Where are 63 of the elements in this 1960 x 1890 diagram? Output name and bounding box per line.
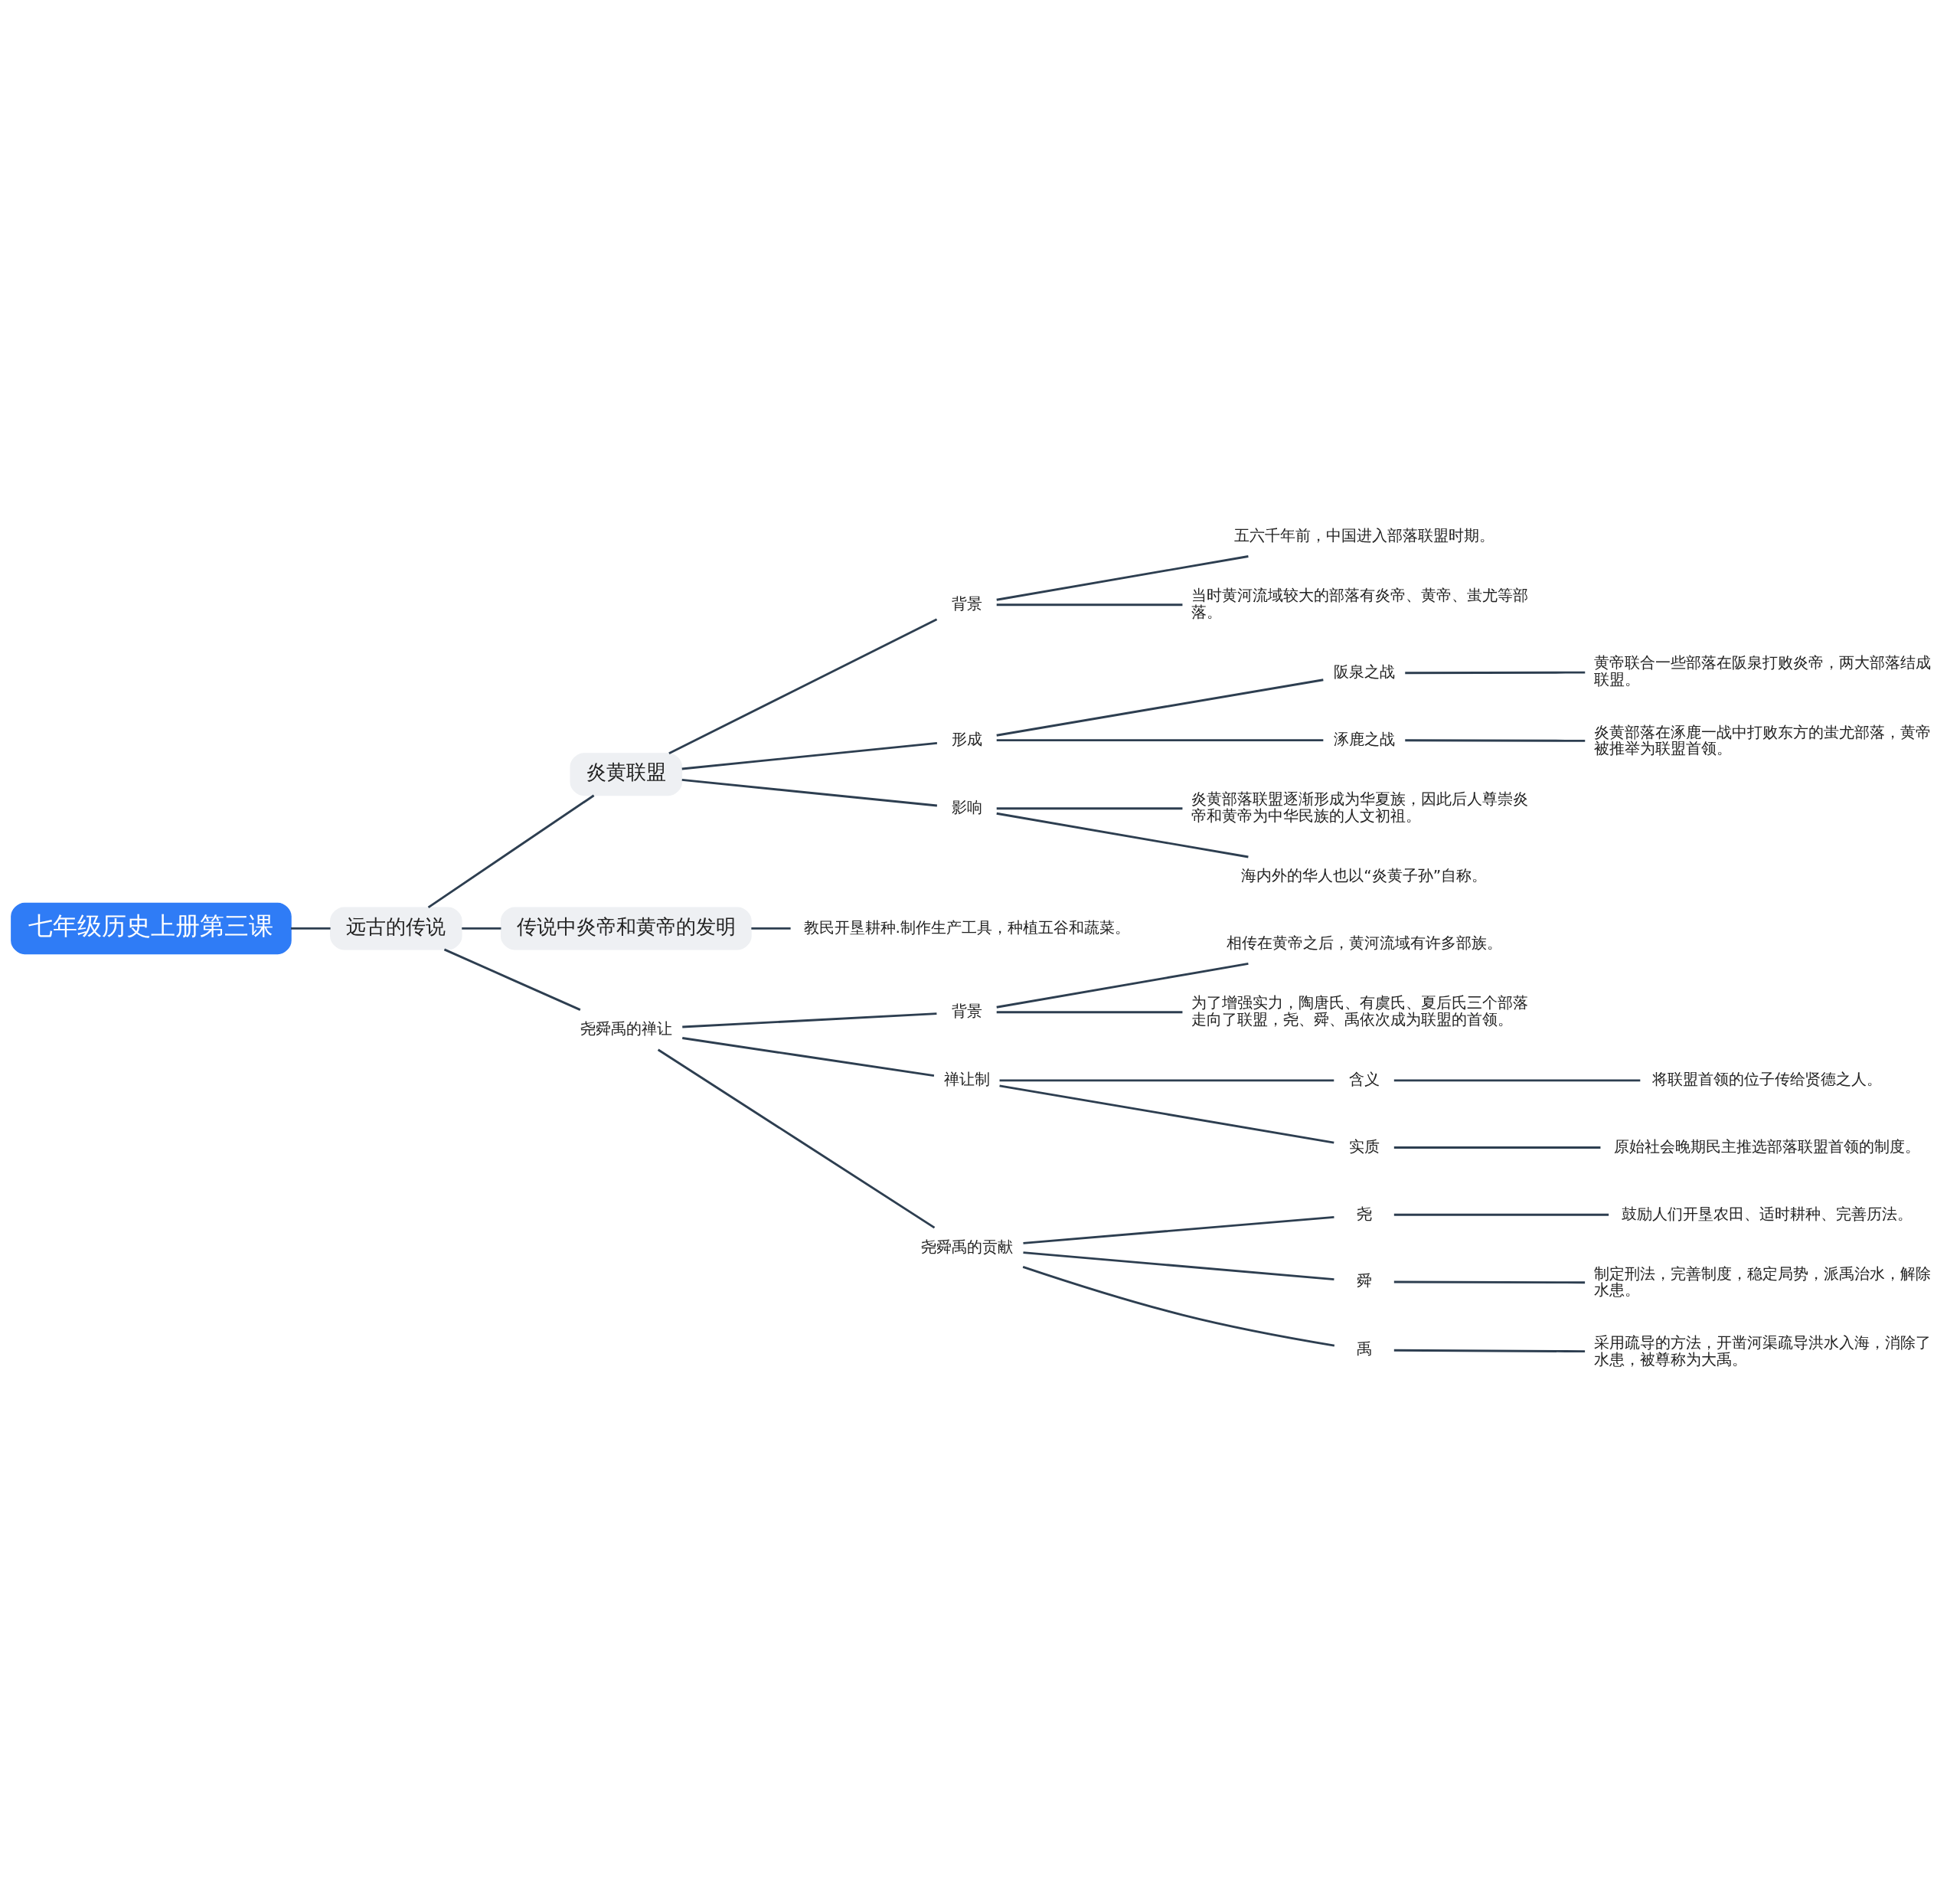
node-text: 教民开垦耕种.制作生产工具，种植五谷和蔬菜。 [803,917,1130,937]
node-box: 传说中炎帝和黄帝的发明 [500,907,752,950]
connector [1022,1265,1335,1347]
node-box: 七年级历史上册第三课 [11,902,292,955]
connector [462,927,501,930]
connector [1393,1079,1641,1082]
node-text: 含义 [1348,1070,1380,1089]
connector [996,963,1249,1009]
connector [657,1048,936,1229]
node-text: 背景 [951,1002,982,1021]
connector [996,812,1249,858]
node-text: 五六千年前，中国进入部落联盟时期。 [1233,525,1494,544]
connector [1023,1215,1334,1244]
node-text: 禹 [1356,1339,1372,1359]
connector [291,927,331,930]
connector [999,1079,1334,1082]
connector [1393,1349,1586,1353]
node-text: 海内外的华人也以“炎黄子孙”自称。 [1241,866,1488,885]
node-text: 炎黄部落联盟逐渐形成为华夏族，因此后人尊崇炎帝和黄帝为中华民族的人文初祖。 [1191,790,1529,825]
node-text: 采用疏导的方法，开凿河渠疏导洪水入海，消除了水患，被尊称为大禹。 [1594,1333,1932,1369]
connector [999,1084,1334,1144]
node-text: 尧舜禹的禅让 [580,1019,672,1038]
connector [443,948,581,1011]
node-text: 形成 [951,729,982,748]
connector [996,739,1324,742]
node-text: 涿鹿之战 [1333,729,1395,748]
connector [682,1037,935,1077]
connector [668,618,938,755]
node-text: 禅让制 [943,1070,990,1089]
connector [996,807,1183,810]
node-box: 炎黄联盟 [570,753,683,796]
node-text: 原始社会晚期民主推选部落联盟首领的制度。 [1613,1136,1920,1156]
connector [427,794,595,909]
connector [1393,1146,1601,1149]
node-text: 制定刑法，完善制度，稳定局势，派禹治水，解除水患。 [1594,1264,1932,1300]
node-box: 远古的传说 [330,907,462,950]
node-text: 实质 [1348,1136,1380,1156]
node-text: 黄帝联合一些部落在阪泉打败炎帝，两大部落结成联盟。 [1594,653,1932,688]
connector [751,927,791,930]
connector [1393,1280,1586,1284]
connector [1393,1213,1609,1216]
connector [681,741,938,770]
connector [681,778,938,807]
connector [996,555,1249,601]
node-text: 阪泉之战 [1333,662,1395,682]
node-text: 将联盟首领的位子传给贤德之人。 [1651,1070,1882,1089]
connector [996,1011,1183,1014]
node-text: 舜 [1356,1271,1372,1290]
node-text: 尧 [1356,1204,1372,1223]
connector [1023,1251,1334,1281]
node-text: 鼓励人们开垦农田、适时耕种、完善历法。 [1621,1204,1913,1223]
node-text: 影响 [951,798,982,817]
node-text: 背景 [951,594,982,613]
node-text: 当时黄河流域较大的部落有炎帝、黄帝、蚩尤等部落。 [1191,586,1529,621]
node-text: 为了增强实力，陶唐氏、有虞氏、夏后氏三个部落走向了联盟，尧、舜、禹依次成为联盟的首领。 [1191,993,1529,1028]
connector [1405,671,1586,675]
node-text: 相传在黄帝之后，黄河流域有许多部族。 [1226,933,1502,952]
connector [1405,739,1586,742]
node-text: 炎黄部落在涿鹿一战中打败东方的蚩尤部落，黄帝被推举为联盟首领。 [1594,722,1932,758]
node-text: 尧舜禹的贡献 [920,1237,1013,1256]
connector [996,679,1324,737]
connector [682,1012,937,1028]
connector [996,603,1183,607]
